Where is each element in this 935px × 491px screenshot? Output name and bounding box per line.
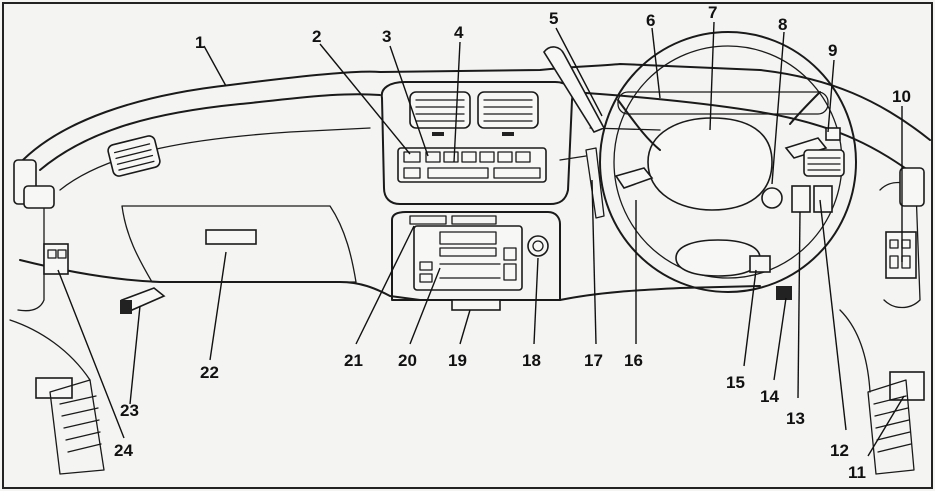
callout-2: 2 (312, 27, 321, 46)
audio-unit (409, 215, 523, 291)
center-vents (409, 91, 539, 136)
combination-switch-stalks (614, 127, 841, 189)
callout-11: 11 (848, 463, 866, 482)
callout-14: 14 (760, 387, 779, 406)
shift-lever (543, 46, 606, 133)
callout-4: 4 (454, 23, 464, 42)
callout-24: 24 (114, 441, 133, 460)
callout-16: 16 (624, 351, 643, 370)
callout-5: 5 (549, 9, 558, 28)
callout-10: 10 (892, 87, 911, 106)
right-door-panel (839, 167, 925, 475)
callout-12: 12 (830, 441, 849, 460)
center-console-upper (380, 81, 574, 205)
callout-3: 3 (382, 27, 391, 46)
callout-1: 1 (195, 33, 204, 52)
leader-lines (57, 21, 905, 457)
callout-labels: 1 2 3 4 5 6 7 8 9 10 11 12 13 14 15 16 1… (114, 3, 911, 482)
right-center-vent (803, 149, 845, 177)
dashboard-upper-ridge (39, 91, 916, 176)
dashboard-top-outline (17, 63, 931, 166)
callout-23: 23 (120, 401, 139, 420)
callout-21: 21 (344, 351, 363, 370)
callout-17: 17 (584, 351, 603, 370)
fuel-lid-opener (776, 286, 792, 300)
coin-box (451, 299, 501, 311)
callout-22: 22 (200, 363, 219, 382)
callout-7: 7 (708, 3, 717, 22)
center-console-lower (391, 211, 561, 301)
bonnet-release (749, 255, 771, 273)
dashboard-lower-line (19, 259, 761, 301)
callout-19: 19 (448, 351, 467, 370)
callout-20: 20 (398, 351, 417, 370)
left-corner-vent (13, 159, 55, 209)
left-side-vent (107, 135, 161, 177)
callout-15: 15 (726, 373, 745, 392)
left-of-wheel-panel (559, 147, 605, 219)
hood-release-lever (120, 287, 166, 314)
callout-6: 6 (646, 11, 655, 30)
glove-box (121, 205, 357, 283)
steering-wheel (599, 31, 857, 293)
cigarette-lighter (527, 235, 549, 257)
climate-control-panel (397, 147, 547, 183)
left-door-panel (9, 187, 105, 475)
callout-13: 13 (786, 409, 805, 428)
callout-8: 8 (778, 15, 787, 34)
right-switch-cluster (749, 185, 833, 300)
callout-9: 9 (828, 41, 837, 60)
callout-18: 18 (522, 351, 541, 370)
